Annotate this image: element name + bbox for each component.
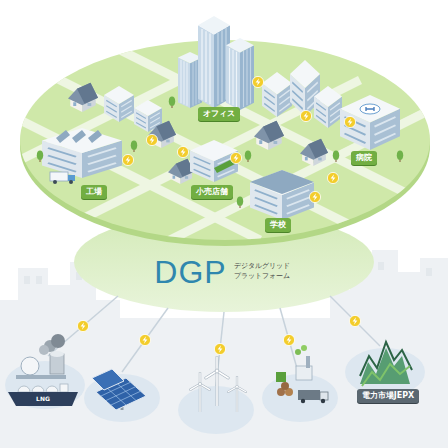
node-title: 工場 — [86, 187, 102, 197]
facility-tag: 小売店舗 — [191, 185, 233, 199]
node-title: 電力市場JEPX — [362, 391, 414, 401]
node-title: DGP — [154, 256, 226, 288]
node-subtitle: デジタルグリッド プラットフォーム — [234, 262, 294, 282]
platform-core: DGP デジタルグリッド プラットフォーム — [150, 254, 297, 290]
node-title: 病院 — [356, 153, 372, 163]
node-title: オフィス — [203, 109, 235, 119]
node-title: 学校 — [270, 220, 286, 230]
node-title: 小売店舗 — [196, 187, 228, 197]
facility-tag: 工場 — [81, 185, 107, 199]
facility-tag: 病院 — [351, 151, 377, 165]
ship-marking: LNG — [36, 396, 50, 402]
market-tag: 電力市場JEPX — [357, 389, 419, 403]
facility-tag: 学校 — [265, 218, 291, 232]
facility-tag: オフィス — [198, 107, 240, 121]
